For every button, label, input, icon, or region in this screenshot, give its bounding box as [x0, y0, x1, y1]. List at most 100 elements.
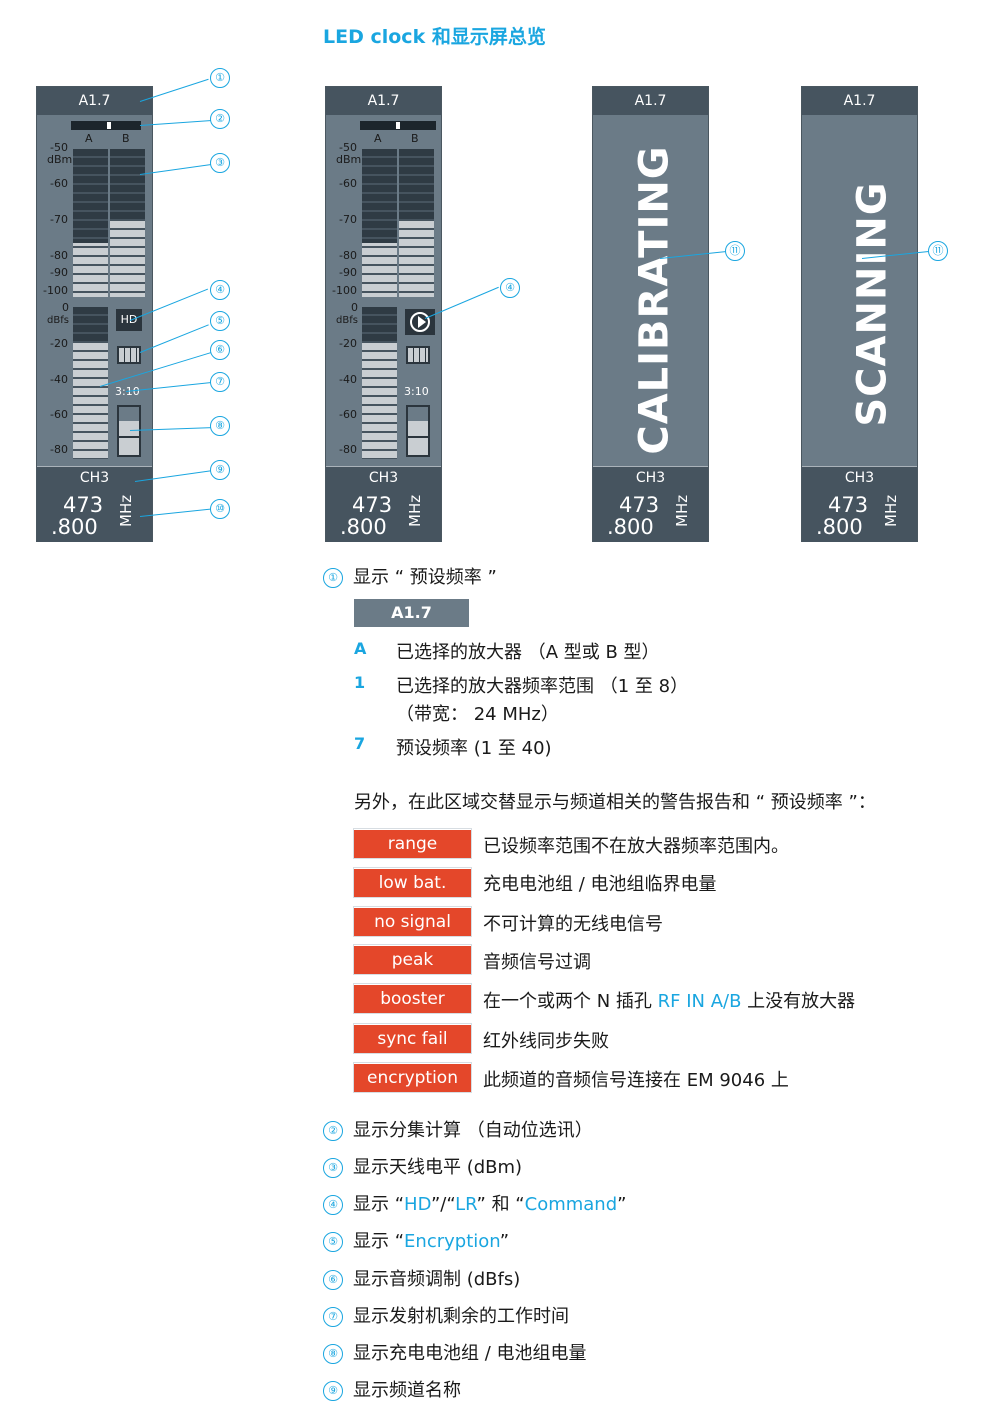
- warning-chip-range: range: [354, 829, 471, 858]
- freq-unit: MHz: [406, 494, 424, 527]
- callout-5: ⑤: [210, 311, 230, 331]
- warning-note: 另外，在此区域交替显示与频道相关的警告报告和 “ 预设频率 ”：: [354, 792, 876, 813]
- channel-name: CH3: [37, 466, 152, 489]
- legend-text-1: 已选择的放大器频率范围 （1 至 8）: [396, 676, 689, 697]
- rf-tick-4: -90: [50, 266, 68, 279]
- preset-frequency-display: A1.7: [802, 87, 917, 115]
- preset-frequency-display: A1.7: [326, 87, 441, 115]
- legend-text-1b: （带宽： 24 MHz）: [396, 704, 559, 725]
- warning-desc-booster: 在一个或两个 N 插孔 RF IN A/B 上没有放大器: [483, 991, 856, 1012]
- dbm-label: dBm: [47, 153, 73, 166]
- channel-name: CH3: [593, 466, 708, 489]
- warning-desc-sync-fail: 红外线同步失败: [483, 1031, 609, 1052]
- freq-unit: MHz: [673, 494, 691, 527]
- warning-chip-booster: booster: [354, 984, 471, 1013]
- warning-desc-encryption: 此频道的音频信号连接在 EM 9046 上: [483, 1070, 789, 1091]
- af-tick-1: -20: [50, 337, 68, 350]
- legend-letter-a: A: [354, 639, 367, 658]
- hd-badge: HD: [116, 309, 142, 331]
- preset-frequency-display: A1.7: [593, 87, 708, 115]
- frequency-display: 473 .800 MHz: [37, 489, 152, 542]
- af-tick-4: -80: [50, 443, 68, 456]
- af-tick-0: 0: [62, 301, 69, 314]
- callout-11b: ⑪: [928, 241, 948, 261]
- col-a-label: A: [374, 132, 382, 145]
- col-a-label: A: [85, 132, 93, 145]
- callout-8: ⑧: [210, 416, 230, 436]
- rf-tick-5: -100: [43, 284, 68, 297]
- freq-mhz: 473: [828, 493, 869, 517]
- rf-tick-0: -50: [339, 141, 357, 154]
- frequency-display: 473 .800 MHz: [326, 489, 441, 542]
- af-tick-2: -40: [339, 373, 357, 386]
- display-panel-1: A1.7 A B -50 dBm -60 -70 -80 -90 -100 0 …: [36, 86, 153, 542]
- warning-chip-peak: peak: [354, 945, 471, 974]
- rf-tick-3: -80: [339, 249, 357, 262]
- rf-tick-0: -50: [50, 141, 68, 154]
- freq-khz: .800: [340, 515, 387, 539]
- warning-desc-low-bat: 充电电池组 / 电池组临界电量: [483, 874, 717, 895]
- af-meter: [73, 307, 108, 459]
- callout-2: ②: [210, 109, 230, 129]
- rf-meter-a: [362, 149, 397, 297]
- freq-khz: .800: [816, 515, 863, 539]
- freq-khz: .800: [607, 515, 654, 539]
- col-b-label: B: [411, 132, 419, 145]
- af-tick-3: -60: [339, 408, 357, 421]
- rf-tick-1: -60: [339, 177, 357, 190]
- freq-mhz: 473: [352, 493, 393, 517]
- dbm-label: dBm: [336, 153, 362, 166]
- dbfs-label: dBfs: [336, 315, 358, 326]
- legend-letter-7: 7: [354, 734, 366, 753]
- af-tick-1: -20: [339, 337, 357, 350]
- callout-3: ③: [210, 153, 230, 173]
- rf-meter-b: [110, 149, 145, 297]
- callout-7: ⑦: [210, 372, 230, 392]
- callout-10: ⑩: [210, 499, 230, 519]
- warning-chip-encryption: encryption: [354, 1063, 471, 1092]
- diversity-bar: [71, 121, 141, 130]
- legend-text-7: 预设频率 (1 至 40): [396, 738, 552, 759]
- preset-chip: A1.7: [354, 599, 469, 627]
- scanning-text: SCANNING: [849, 181, 896, 427]
- callout-9: ⑨: [210, 460, 230, 480]
- rf-tick-4: -90: [339, 266, 357, 279]
- legend-text-a: 已选择的放大器 （A 型或 B 型）: [396, 642, 660, 663]
- rf-tick-2: -70: [50, 213, 68, 226]
- rf-tick-1: -60: [50, 177, 68, 190]
- freq-unit: MHz: [117, 494, 135, 527]
- af-tick-0: 0: [351, 301, 358, 314]
- rf-tick-5: -100: [332, 284, 357, 297]
- freq-unit: MHz: [882, 494, 900, 527]
- battery-icon: [117, 405, 141, 457]
- display-panel-scanning: A1.7 SCANNING CH3 473 .800 MHz: [801, 86, 918, 542]
- warning-desc-range: 已设频率范围不在放大器频率范围内。: [483, 836, 789, 857]
- warning-chip-low-bat: low bat.: [354, 868, 471, 897]
- freq-khz: .800: [51, 515, 98, 539]
- diversity-bar: [360, 121, 436, 130]
- num-badge: ①: [323, 568, 343, 588]
- af-tick-2: -40: [50, 373, 68, 386]
- callout-11a: ⑪: [725, 241, 745, 261]
- display-panel-2: A1.7 A B -50 dBm -60 -70 -80 -90 -100 0 …: [325, 86, 442, 542]
- command-icon: [405, 309, 435, 335]
- callout-6: ⑥: [210, 340, 230, 360]
- channel-name: CH3: [326, 466, 441, 489]
- af-tick-3: -60: [50, 408, 68, 421]
- col-b-label: B: [122, 132, 130, 145]
- display-panel-calibrating: A1.7 CALIBRATING CH3 473 .800 MHz: [592, 86, 709, 542]
- dbfs-label: dBfs: [47, 315, 69, 326]
- af-meter: [362, 307, 397, 459]
- rf-meter-b: [399, 149, 434, 297]
- calibrating-text: CALIBRATING: [631, 145, 678, 455]
- preset-frequency-display: A1.7: [37, 87, 152, 115]
- rf-tick-3: -80: [50, 249, 68, 262]
- warning-desc-peak: 音频信号过调: [483, 952, 591, 973]
- callout-4: ④: [210, 280, 230, 300]
